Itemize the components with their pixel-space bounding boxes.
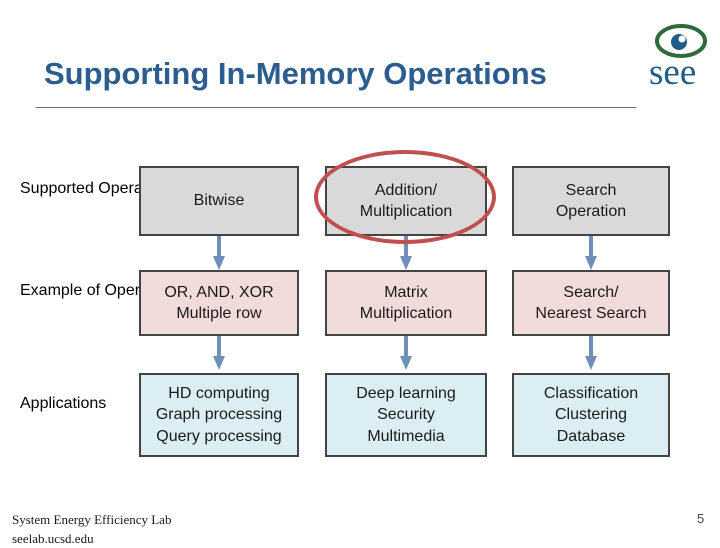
- down-arrow-icon: [400, 336, 412, 370]
- row-label-supported-operations: Supported Operations: [20, 180, 177, 197]
- down-arrow-icon: [585, 236, 597, 270]
- logo-text: see: [649, 52, 697, 93]
- box-search-nearest: Search/ Nearest Search: [512, 270, 670, 336]
- down-arrow-icon: [213, 336, 225, 370]
- box-deep-learning: Deep learning Security Multimedia: [325, 373, 487, 457]
- box-matrix-multiplication: Matrix Multiplication: [325, 270, 487, 336]
- slide-title: Supporting In-Memory Operations: [44, 56, 547, 91]
- box-bitwise: Bitwise: [139, 166, 299, 236]
- box-classification: Classification Clustering Database: [512, 373, 670, 457]
- title-divider: [36, 107, 636, 108]
- down-arrow-icon: [213, 236, 225, 270]
- highlight-oval: [314, 150, 496, 244]
- footer-lab-info: System Energy Efficiency Lab seelab.ucsd…: [12, 512, 172, 546]
- down-arrow-icon: [585, 336, 597, 370]
- box-or-and-xor: OR, AND, XOR Multiple row: [139, 270, 299, 336]
- see-logo-icon: [655, 24, 707, 58]
- row-label-applications: Applications: [20, 395, 107, 412]
- box-search-operation: Search Operation: [512, 166, 670, 236]
- box-hd-computing: HD computing Graph processing Query proc…: [139, 373, 299, 457]
- down-arrow-icon: [400, 236, 412, 270]
- page-number: 5: [697, 511, 705, 526]
